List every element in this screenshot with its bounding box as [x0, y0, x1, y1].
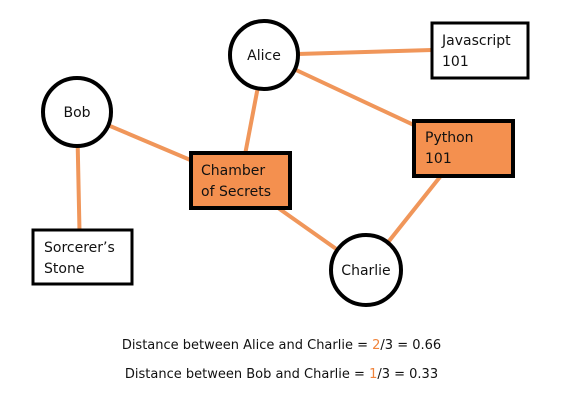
node-sorcerers-stone-box — [31, 228, 134, 286]
node-charlie-circle — [329, 233, 403, 307]
node-python-101-label-line1: Python — [425, 130, 474, 146]
node-javascript-101-label-line2: 101 — [442, 54, 469, 70]
node-charlie-label: Charlie — [341, 263, 390, 279]
node-bob-label: Bob — [63, 105, 90, 121]
caption-1-suffix: /3 = 0.66 — [380, 338, 442, 353]
node-python-101: Python 101 — [412, 119, 515, 178]
caption-1-prefix: Distance between Alice and Charlie = — [121, 338, 373, 353]
caption-2-numerator: 1 — [369, 367, 378, 382]
node-bob-circle — [41, 76, 113, 148]
node-charlie: Charlie — [329, 233, 403, 307]
node-python-101-box — [412, 119, 515, 178]
node-sorcerers-stone: Sorcerer’s Stone — [31, 228, 134, 286]
caption-2-suffix: /3 = 0.33 — [377, 367, 439, 382]
distance-caption-bob-charlie: Distance between Bob and Charlie = 1/3 =… — [0, 367, 563, 382]
node-sorcerers-stone-label-line1: Sorcerer’s — [44, 240, 115, 256]
bipartite-graph-diagram: Alice Bob Charlie Javascript 101 Python … — [31, 19, 530, 307]
caption-2-prefix: Distance between Bob and Charlie = — [124, 367, 370, 382]
node-python-101-label-line2: 101 — [425, 151, 452, 167]
caption-1-numerator: 2 — [372, 338, 381, 353]
node-bob: Bob — [41, 76, 113, 148]
node-sorcerers-stone-label-line2: Stone — [44, 261, 84, 277]
node-chamber-of-secrets-label-line1: Chamber — [201, 163, 265, 179]
node-javascript-101-label-line1: Javascript — [441, 33, 511, 49]
node-chamber-of-secrets: Chamber of Secrets — [189, 151, 292, 210]
node-alice-label: Alice — [247, 48, 281, 64]
node-alice-circle — [228, 19, 300, 91]
distance-caption-alice-charlie: Distance between Alice and Charlie = 2/3… — [0, 338, 563, 353]
nodes-layer: Alice Bob Charlie Javascript 101 Python … — [31, 19, 530, 307]
node-chamber-of-secrets-label-line2: of Secrets — [201, 184, 271, 200]
node-chamber-of-secrets-box — [189, 151, 292, 210]
node-javascript-101: Javascript 101 — [430, 21, 530, 80]
node-alice: Alice — [228, 19, 300, 91]
node-javascript-101-box — [430, 21, 530, 80]
